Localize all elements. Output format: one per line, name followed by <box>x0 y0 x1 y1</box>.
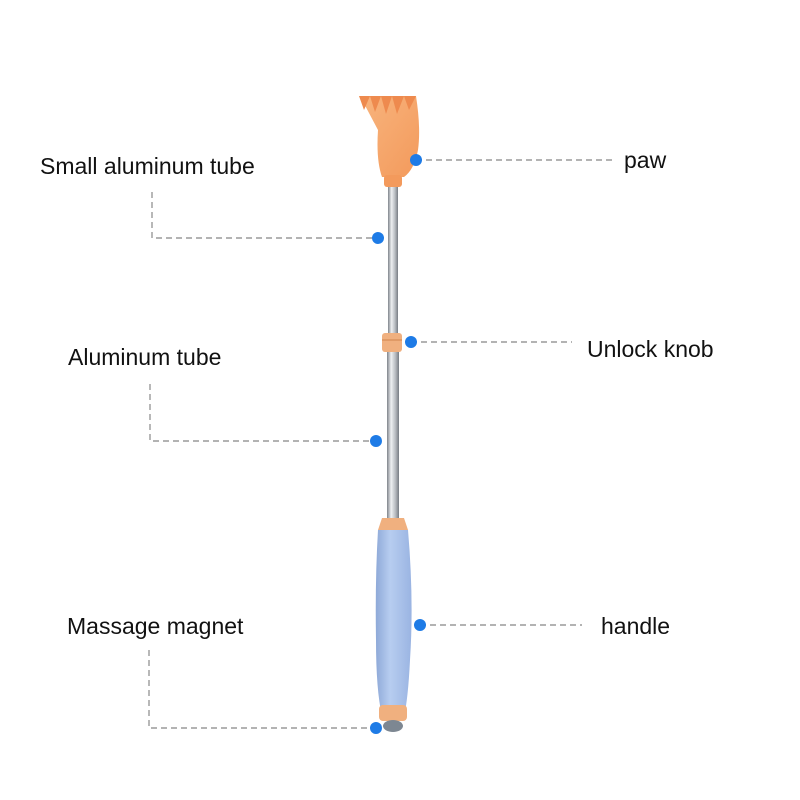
handle-collar <box>378 518 408 530</box>
label-unlock-knob: Unlock knob <box>587 336 714 362</box>
handle-grip <box>375 530 412 716</box>
label-small-aluminum-tube: Small aluminum tube <box>40 153 255 179</box>
aluminum-tube <box>387 352 399 518</box>
marker-dot-paw <box>410 154 422 166</box>
leader-small-aluminum-tube <box>151 192 378 239</box>
label-massage-magnet: Massage magnet <box>67 613 244 639</box>
paw-head <box>360 96 420 177</box>
handle-part <box>375 518 412 732</box>
paw-collar <box>384 175 402 187</box>
marker-dot-handle <box>414 619 426 631</box>
massage-magnet-cap <box>383 720 403 732</box>
label-aluminum-tube: Aluminum tube <box>68 344 222 370</box>
paw-part <box>359 96 420 187</box>
label-paw: paw <box>624 147 667 173</box>
handle-base <box>379 705 407 721</box>
leader-aluminum-tube <box>149 384 376 442</box>
leader-lines <box>148 159 612 729</box>
marker-dot-unlock-knob <box>405 336 417 348</box>
marker-dot-aluminum-tube <box>370 435 382 447</box>
marker-dots <box>370 154 426 734</box>
paw-teeth <box>359 96 416 114</box>
unlock-knob <box>382 333 402 352</box>
marker-dot-massage-magnet <box>370 722 382 734</box>
leader-massage-magnet <box>148 650 376 729</box>
unlock-knob-band <box>382 339 402 341</box>
small-aluminum-tube <box>388 187 398 335</box>
label-handle: handle <box>601 613 671 639</box>
marker-dot-small-aluminum-tube <box>372 232 384 244</box>
